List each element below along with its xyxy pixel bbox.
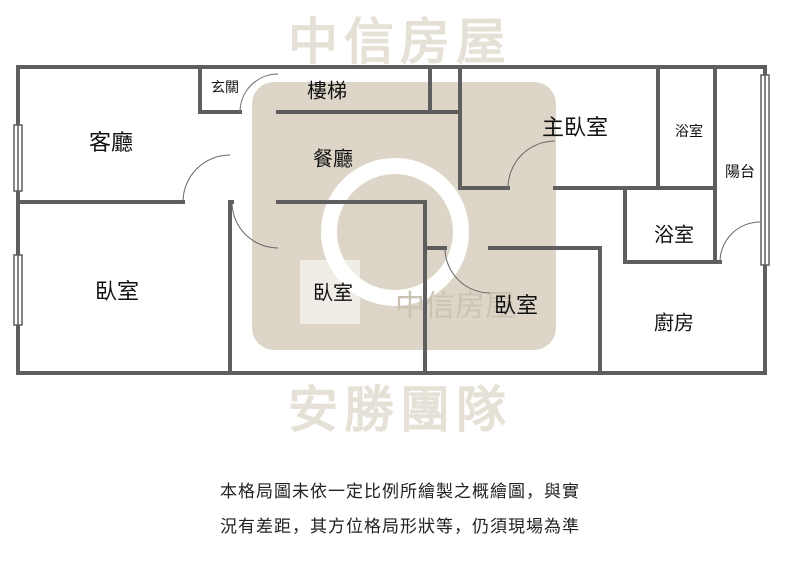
room-label-bedroom-mid: 臥室 [313,280,353,305]
doors [182,73,761,294]
watermark-top-text: 中信房屋 [288,13,512,71]
watermark-bottom-text: 安勝團隊 [288,381,512,439]
door-bedroom-left [182,154,231,203]
watermark-logo-block [300,260,360,324]
room-label-kitchen: 廚房 [654,310,694,335]
door-balcony [719,221,761,263]
room-label-bedroom-left: 臥室 [94,280,140,305]
disclaimer-line-2: 況有差距，其方位格局形狀等，仍須現場為準 [220,517,580,537]
room-label-bathroom-2: 浴室 [654,222,694,247]
room-label-balcony: 陽台 [724,162,756,181]
watermark-logo-text: 中信房屋 [395,289,515,324]
room-label-master-bedroom: 主臥室 [541,116,609,141]
room-label-bathroom-1: 浴室 [675,124,703,140]
room-label-stairs: 樓梯 [307,78,347,103]
door-master [507,140,556,189]
watermark-logo: 中信房屋 [252,82,556,350]
room-label-bedroom-right: 臥室 [493,294,539,319]
windows [13,74,770,326]
room-label-foyer: 玄關 [211,80,239,96]
door-foyer [239,73,279,113]
door-bedroom-mid [231,201,279,249]
watermark-logo-ring [321,158,469,306]
disclaimer-line-1: 本格局圖未依一定比例所繪製之概繪圖，與實 [220,482,580,502]
room-label-dining: 餐廳 [313,146,353,171]
room-label-living: 客廳 [88,131,134,156]
door-bedroom-right [444,247,491,294]
